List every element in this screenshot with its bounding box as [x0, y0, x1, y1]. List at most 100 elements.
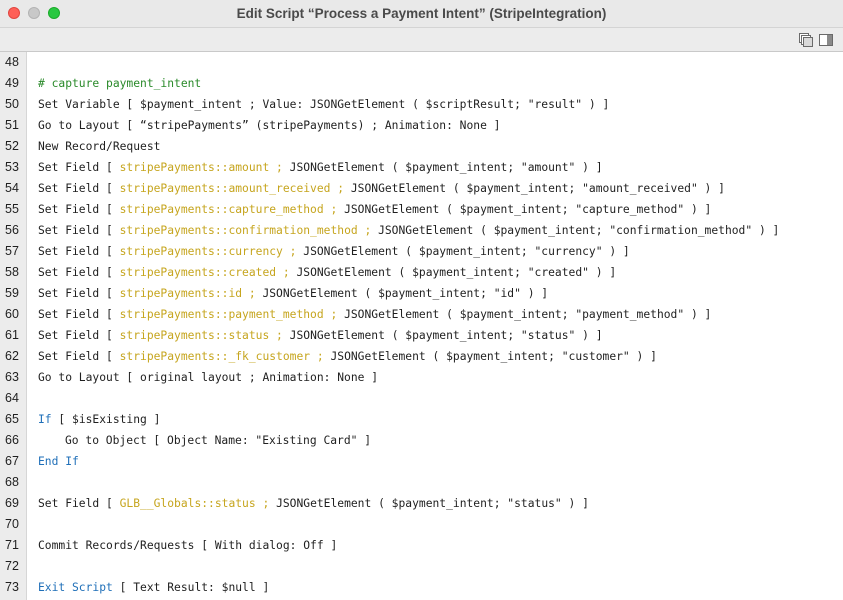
- script-step-line[interactable]: 67 End If: [0, 451, 843, 472]
- control-keyword: Exit Script: [38, 581, 113, 594]
- line-number: 55: [5, 202, 19, 216]
- script-step-text: Set Field [ stripePayments::confirmation…: [38, 220, 779, 241]
- step-text: JSONGetElement ( $payment_intent; "creat…: [296, 266, 617, 279]
- step-text: Set Field [: [38, 497, 120, 510]
- line-number: 52: [5, 139, 19, 153]
- field-reference: stripePayments::status ;: [119, 329, 290, 342]
- line-number: 61: [5, 328, 19, 342]
- line-number: 71: [5, 538, 19, 552]
- script-step-line[interactable]: 70: [0, 514, 843, 535]
- step-text: Go to Layout [ original layout ; Animati…: [38, 371, 379, 384]
- line-number: 68: [5, 475, 19, 489]
- field-reference: stripePayments::capture_method ;: [119, 203, 345, 216]
- step-text: Go to Object [ Object Name: "Existing Ca…: [65, 434, 372, 447]
- close-window-button[interactable]: [8, 7, 20, 19]
- script-step-text: Go to Layout [ original layout ; Animati…: [38, 367, 378, 388]
- step-text: JSONGetElement ( $payment_intent; "amoun…: [350, 182, 725, 195]
- script-step-text: New Record/Request: [38, 136, 160, 157]
- script-step-line[interactable]: 72: [0, 556, 843, 577]
- script-step-text: Set Field [ stripePayments::currency ; J…: [38, 241, 630, 262]
- script-step-text: Go to Layout [ “stripePayments” (stripeP…: [38, 115, 501, 136]
- step-text: Set Field [: [38, 161, 120, 174]
- step-text: JSONGetElement ( $payment_intent; "payme…: [344, 308, 712, 321]
- script-step-line[interactable]: 57 Set Field [ stripePayments::currency ;…: [0, 241, 843, 262]
- script-step-text: If [ $isExisting ]: [38, 409, 160, 430]
- script-step-line[interactable]: 61 Set Field [ stripePayments::status ; J…: [0, 325, 843, 346]
- step-text: JSONGetElement ( $payment_intent; "statu…: [276, 497, 589, 510]
- line-number: 50: [5, 97, 19, 111]
- field-reference: stripePayments::_fk_customer ;: [119, 350, 331, 363]
- line-number: 73: [5, 580, 19, 594]
- minimize-window-button[interactable]: [28, 7, 40, 19]
- line-number: 56: [5, 223, 19, 237]
- script-step-line[interactable]: 73 Exit Script [ Text Result: $null ]: [0, 577, 843, 598]
- step-text: JSONGetElement ( $payment_intent; "id" )…: [262, 287, 549, 300]
- script-step-text: Set Field [ stripePayments::amount_recei…: [38, 178, 725, 199]
- script-step-text: Commit Records/Requests [ With dialog: O…: [38, 535, 337, 556]
- step-text: Set Field [: [38, 287, 120, 300]
- field-reference: stripePayments::payment_method ;: [119, 308, 345, 321]
- windows-icon[interactable]: [798, 32, 814, 48]
- line-number: 72: [5, 559, 19, 573]
- step-text: JSONGetElement ( $payment_intent; "curre…: [303, 245, 630, 258]
- script-step-line[interactable]: 49 # capture payment_intent: [0, 73, 843, 94]
- script-editor[interactable]: 48 49 # capture payment_intent 50 Set Variab…: [0, 52, 843, 600]
- script-step-text: Set Field [ stripePayments::capture_meth…: [38, 199, 711, 220]
- script-step-line[interactable]: 64: [0, 388, 843, 409]
- script-step-text: Go to Object [ Object Name: "Existing Ca…: [65, 430, 371, 451]
- line-number: 63: [5, 370, 19, 384]
- script-step-text: Exit Script [ Text Result: $null ]: [38, 577, 269, 598]
- script-step-text: Set Field [ stripePayments::status ; JSO…: [38, 325, 603, 346]
- step-text: JSONGetElement ( $payment_intent; "statu…: [289, 329, 603, 342]
- step-text: Set Field [: [38, 203, 120, 216]
- line-number: 57: [5, 244, 19, 258]
- line-number: 58: [5, 265, 19, 279]
- window-title: Edit Script “Process a Payment Intent” (…: [236, 6, 607, 21]
- title-bar[interactable]: Edit Script “Process a Payment Intent” (…: [0, 0, 843, 28]
- line-number: 62: [5, 349, 19, 363]
- script-step-text: Set Variable [ $payment_intent ; Value: …: [38, 94, 609, 115]
- script-step-text: End If: [38, 451, 79, 472]
- script-step-line[interactable]: 63 Go to Layout [ original layout ; Anima…: [0, 367, 843, 388]
- line-number: 53: [5, 160, 19, 174]
- line-number: 64: [5, 391, 19, 405]
- script-step-line[interactable]: 56 Set Field [ stripePayments::confirmati…: [0, 220, 843, 241]
- step-text: Set Variable [ $payment_intent ; Value: …: [38, 98, 610, 111]
- script-step-line[interactable]: 68: [0, 472, 843, 493]
- step-text: Commit Records/Requests [ With dialog: O…: [38, 539, 338, 552]
- zoom-window-button[interactable]: [48, 7, 60, 19]
- script-step-line[interactable]: 55 Set Field [ stripePayments::capture_me…: [0, 199, 843, 220]
- step-text: JSONGetElement ( $payment_intent; "confi…: [378, 224, 780, 237]
- field-reference: stripePayments::id ;: [119, 287, 263, 300]
- script-step-line[interactable]: 71 Commit Records/Requests [ With dialog:…: [0, 535, 843, 556]
- editor-toolbar: [0, 28, 843, 52]
- script-step-line[interactable]: 52 New Record/Request: [0, 136, 843, 157]
- line-number: 59: [5, 286, 19, 300]
- script-step-line[interactable]: 48: [0, 52, 843, 73]
- line-number: 49: [5, 76, 19, 90]
- step-text: Set Field [: [38, 245, 120, 258]
- sidebar-panel-icon[interactable]: [818, 32, 834, 48]
- step-text: JSONGetElement ( $payment_intent; "custo…: [330, 350, 657, 363]
- line-number-gutter: [0, 52, 27, 600]
- script-step-line[interactable]: 50 Set Variable [ $payment_intent ; Value…: [0, 94, 843, 115]
- script-step-text: Set Field [ stripePayments::payment_meth…: [38, 304, 711, 325]
- line-number: 70: [5, 517, 19, 531]
- step-text: JSONGetElement ( $payment_intent; "captu…: [344, 203, 712, 216]
- step-text: JSONGetElement ( $payment_intent; "amoun…: [289, 161, 603, 174]
- field-reference: stripePayments::currency ;: [119, 245, 304, 258]
- script-step-line[interactable]: 59 Set Field [ stripePayments::id ; JSONG…: [0, 283, 843, 304]
- line-number: 67: [5, 454, 19, 468]
- script-step-text: Set Field [ stripePayments::id ; JSONGet…: [38, 283, 548, 304]
- step-text: [ Text Result: $null ]: [112, 581, 270, 594]
- script-comment: # capture payment_intent: [38, 77, 202, 90]
